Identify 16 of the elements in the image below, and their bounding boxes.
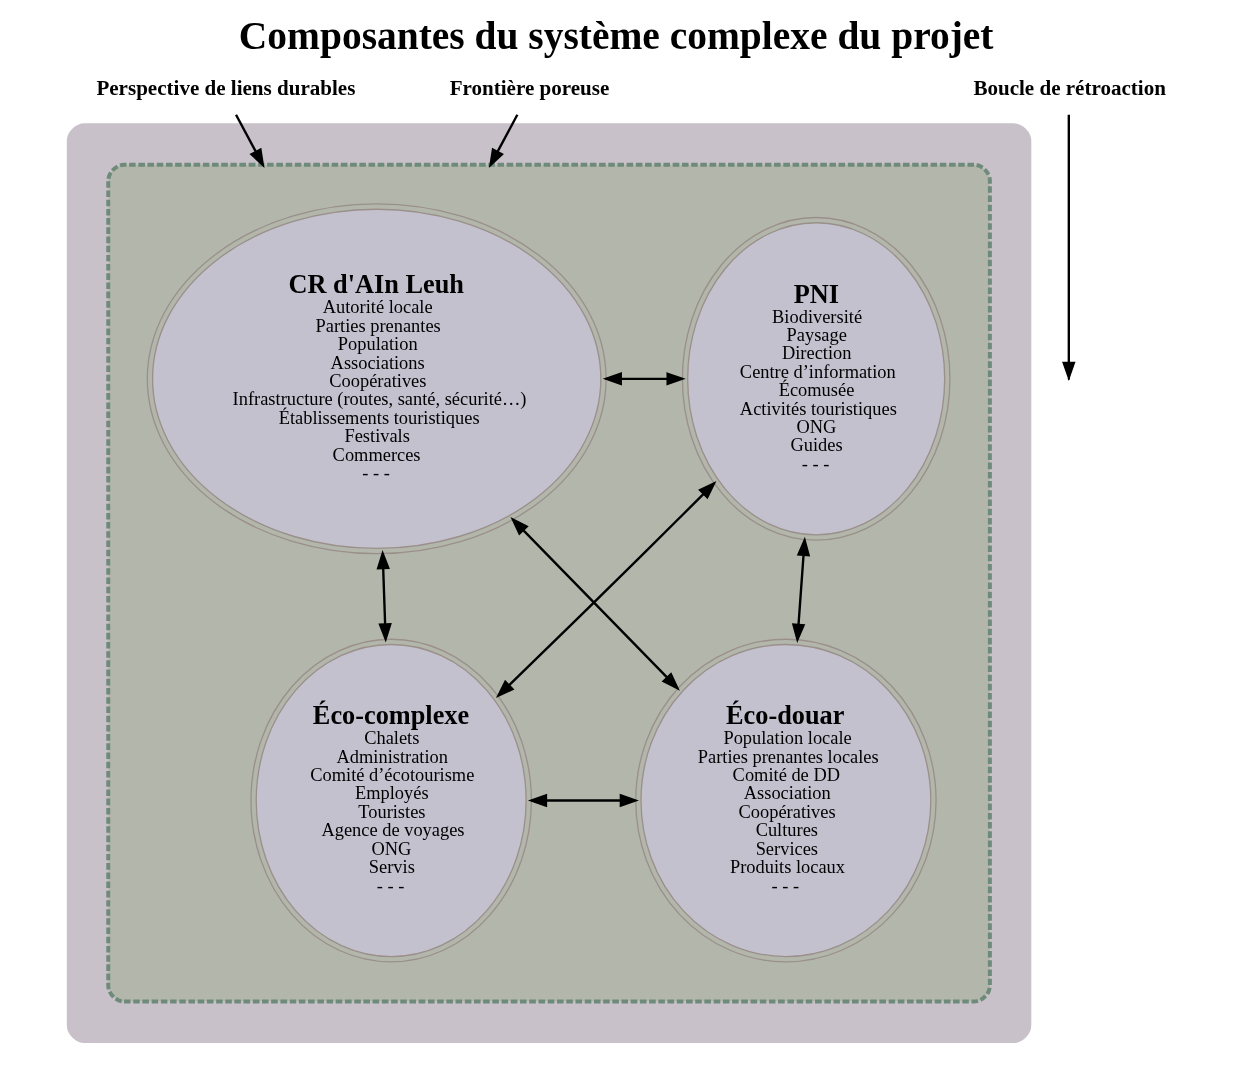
node-text: Boucle de rétroaction	[973, 75, 1166, 100]
arrow	[510, 517, 680, 691]
node-ellipse: CR d'AIn Leuh Autorité locale Parties prenantes Population Associations Coopératives Infrastructure (routes, santé, sécurité…) Établissements touristiques Festivals Commerces - - -	[146, 203, 607, 555]
arrow	[527, 793, 639, 808]
node-text: Perspective de liens durables	[96, 75, 356, 100]
arrow	[791, 536, 811, 643]
node-ellipse: Éco-complexe Chalets Administration Comité d’écotourisme Employés Touristes Agence de voyages ONG Servis - - -	[250, 638, 533, 963]
diagram-title: Composantes du système complexe du projet	[238, 13, 994, 58]
arrow	[376, 550, 392, 643]
node-circle: Éco-douar Population locale Parties prenantes locales Comité de DD Association Coopératives Cultures Services Produits locaux - - -	[635, 638, 937, 963]
arrow	[602, 372, 686, 386]
node-ellipse: PNI Biodiversité Paysage Direction Centre d’information Écomusée Activités touristiques ONG Guides - - -	[681, 216, 951, 541]
cluster	[66, 123, 1032, 1043]
node-text: Frontière poreuse	[449, 75, 610, 100]
arrow	[495, 480, 717, 699]
cluster	[106, 162, 992, 1004]
